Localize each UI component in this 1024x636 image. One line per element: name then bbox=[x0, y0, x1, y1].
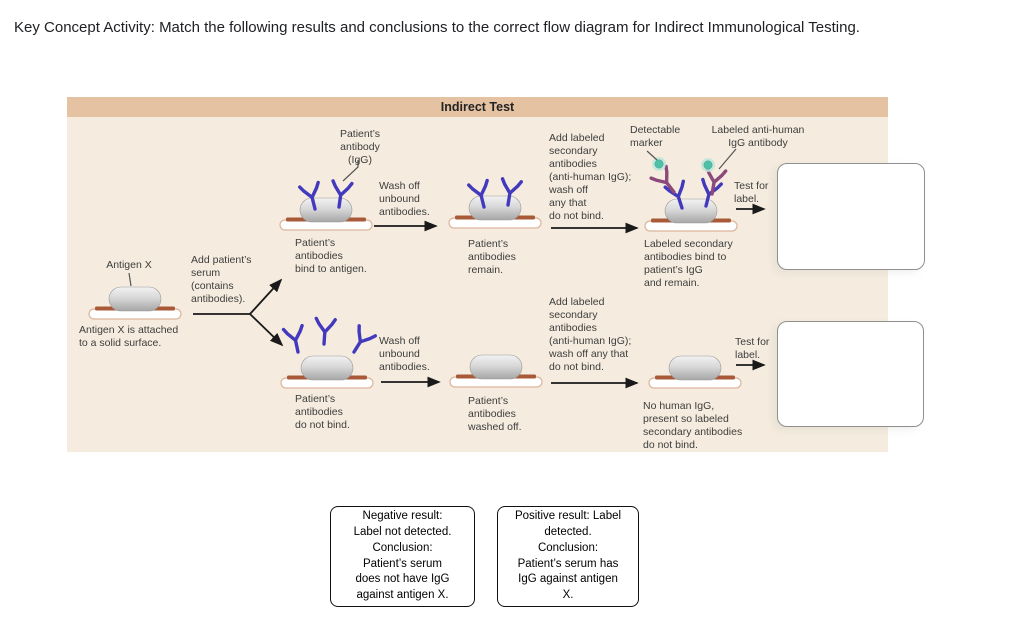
label-labeled-secondary-bind: Labeled secondary antibodies bind to pat… bbox=[644, 238, 733, 289]
label-wash-off-bottom: Wash off unbound antibodies. bbox=[379, 335, 430, 373]
label-detectable-marker: Detectable marker bbox=[630, 124, 681, 149]
label-antibodies-do-not-bind: Patient’s antibodies do not bind. bbox=[295, 393, 350, 431]
label-add-labeled-bottom: Add labeled secondary antibodies (anti-h… bbox=[549, 296, 632, 373]
label-test-for-label-bottom: Test for label. bbox=[735, 336, 770, 361]
antigen-surface-unit bbox=[449, 354, 543, 388]
label-test-for-label-top: Test for label. bbox=[734, 180, 769, 205]
label-antigen-x: Antigen X bbox=[106, 259, 152, 271]
flow-diagram-graphics bbox=[88, 148, 766, 389]
label-add-labeled-top: Add labeled secondary antibodies (anti-h… bbox=[549, 132, 632, 222]
label-antibodies-washed-off: Patient’s antibodies washed off. bbox=[468, 395, 522, 433]
antigen-surface-unit bbox=[88, 286, 182, 320]
antigen-surface-unit bbox=[648, 355, 742, 389]
activity-title: Key Concept Activity: Match the followin… bbox=[14, 19, 860, 36]
antigen-surface-unit bbox=[644, 198, 738, 232]
indirect-test-diagram-panel: Indirect Test bbox=[67, 97, 888, 452]
flow-arrow bbox=[193, 203, 766, 389]
label-antigen-attached: Antigen X is attached to a solid surface… bbox=[79, 324, 179, 349]
labeled-secondary-antibody-icon bbox=[649, 164, 728, 200]
label-pointer-line bbox=[128, 148, 737, 287]
answer-drop-zone-top[interactable] bbox=[777, 163, 925, 270]
unbound-antibody-icon bbox=[281, 316, 378, 359]
label-no-human-igg: No human IgG, present so labeled seconda… bbox=[643, 400, 743, 451]
label-add-serum: Add patient’s serum (contains antibodies… bbox=[191, 254, 252, 305]
label-patient-antibody: Patient’s antibody (IgG) bbox=[339, 128, 381, 166]
diagram-title: Indirect Test bbox=[67, 97, 888, 117]
label-wash-off-top: Wash off unbound antibodies. bbox=[379, 180, 430, 218]
antigen-surface-unit bbox=[280, 355, 374, 389]
antigen-surface-unit bbox=[448, 195, 542, 229]
label-labeled-antihuman: Labeled anti-human IgG antibody bbox=[711, 124, 805, 149]
antigen-surface-unit bbox=[279, 197, 373, 231]
answer-option-positive[interactable]: Positive result: Label detected. Conclus… bbox=[497, 506, 639, 607]
label-antibodies-remain: Patient’s antibodies remain. bbox=[468, 238, 516, 276]
answer-option-negative[interactable]: Negative result: Label not detected. Con… bbox=[330, 506, 475, 607]
label-antibodies-bind: Patient’s antibodies bind to antigen. bbox=[295, 237, 367, 275]
detectable-marker-icon bbox=[652, 157, 715, 172]
answer-drop-zone-bottom[interactable] bbox=[777, 321, 924, 427]
